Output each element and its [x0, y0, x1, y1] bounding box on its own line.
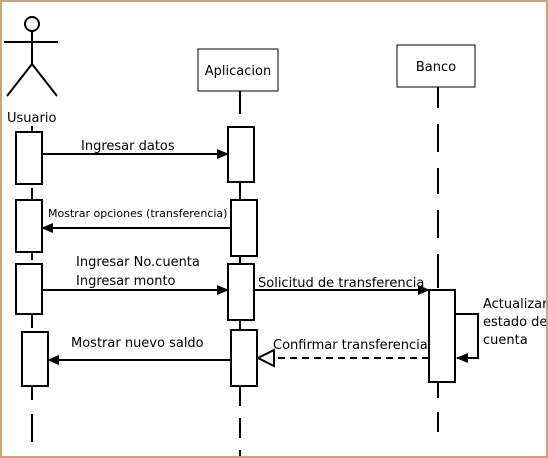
confirmar-arrowhead [255, 348, 275, 368]
aplicacion-activation-4 [230, 329, 258, 387]
usuario-activation-3 [15, 263, 43, 315]
ingresar-datos-label: Ingresar datos [81, 139, 175, 154]
ingresar-monto-label: Ingresar monto [76, 274, 176, 289]
aplicacion-activation-3 [227, 263, 255, 321]
usuario-actor-icon [4, 16, 58, 97]
usuario-activation-4 [21, 331, 49, 387]
actualizar-label-2: estado de [483, 315, 546, 330]
actualizar-label-1: Actualizar [483, 297, 546, 312]
banco-activation [428, 289, 456, 383]
aplicacion-activation-1 [227, 126, 255, 183]
usuario-activation-2 [15, 199, 43, 253]
usuario-label: Usuario [7, 111, 56, 126]
aplicacion-label: Aplicacion [205, 64, 271, 79]
banco-label: Banco [416, 60, 456, 75]
solicitud-label: Solicitud de transferencia [258, 276, 424, 291]
confirmar-label: Confirmar transferencia [273, 338, 428, 353]
actualizar-label-3: cuenta [483, 333, 528, 348]
ingresar-cuenta-label: Ingresar No.cuenta [76, 255, 200, 270]
mostrar-saldo-label: Mostrar nuevo saldo [71, 336, 204, 351]
actualizar-self-arrow [455, 313, 479, 363]
banco-box [396, 44, 476, 88]
mostrar-opciones-label: Mostrar opciones (transferencia) [48, 207, 227, 220]
aplicacion-box [197, 48, 279, 92]
usuario-activation-1 [15, 131, 43, 185]
aplicacion-activation-2 [230, 199, 258, 257]
